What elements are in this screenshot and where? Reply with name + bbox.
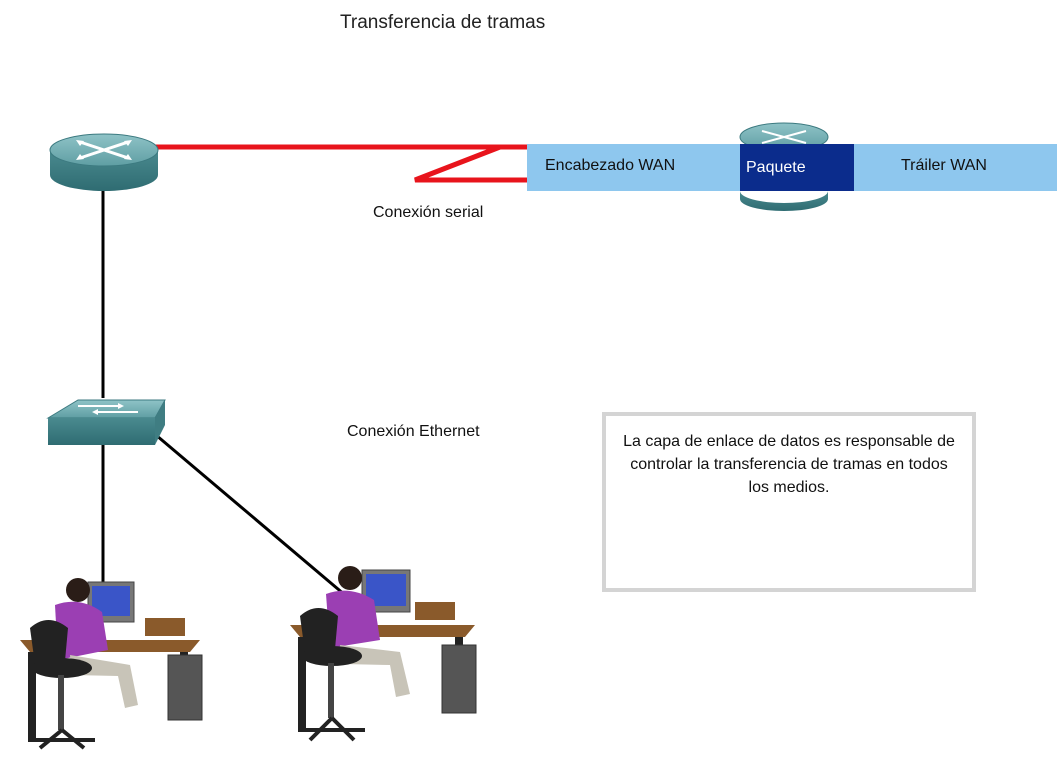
switch-icon[interactable] (46, 399, 166, 445)
frame-trailer-label: Tráiler WAN (901, 157, 987, 174)
ethernet-connection-label: Conexión Ethernet (347, 423, 480, 440)
info-note-text: La capa de enlace de datos es responsabl… (623, 433, 955, 496)
frame-packet: Paquete (740, 144, 854, 191)
computer-user-icon[interactable] (20, 578, 203, 750)
serial-link (150, 144, 527, 183)
router-icon[interactable] (49, 133, 159, 191)
wan-frame: Encabezado WAN Paquete Tráiler WAN (527, 144, 1057, 191)
serial-connection-label: Conexión serial (373, 204, 484, 221)
frame-header-label: Encabezado WAN (545, 157, 676, 174)
diagram-title: Transferencia de tramas (340, 12, 546, 33)
switch-pc2-link (149, 428, 346, 597)
computer-user-icon[interactable] (290, 566, 477, 742)
info-note: La capa de enlace de datos es responsabl… (602, 412, 976, 592)
frame-packet-label: Paquete (746, 159, 806, 176)
